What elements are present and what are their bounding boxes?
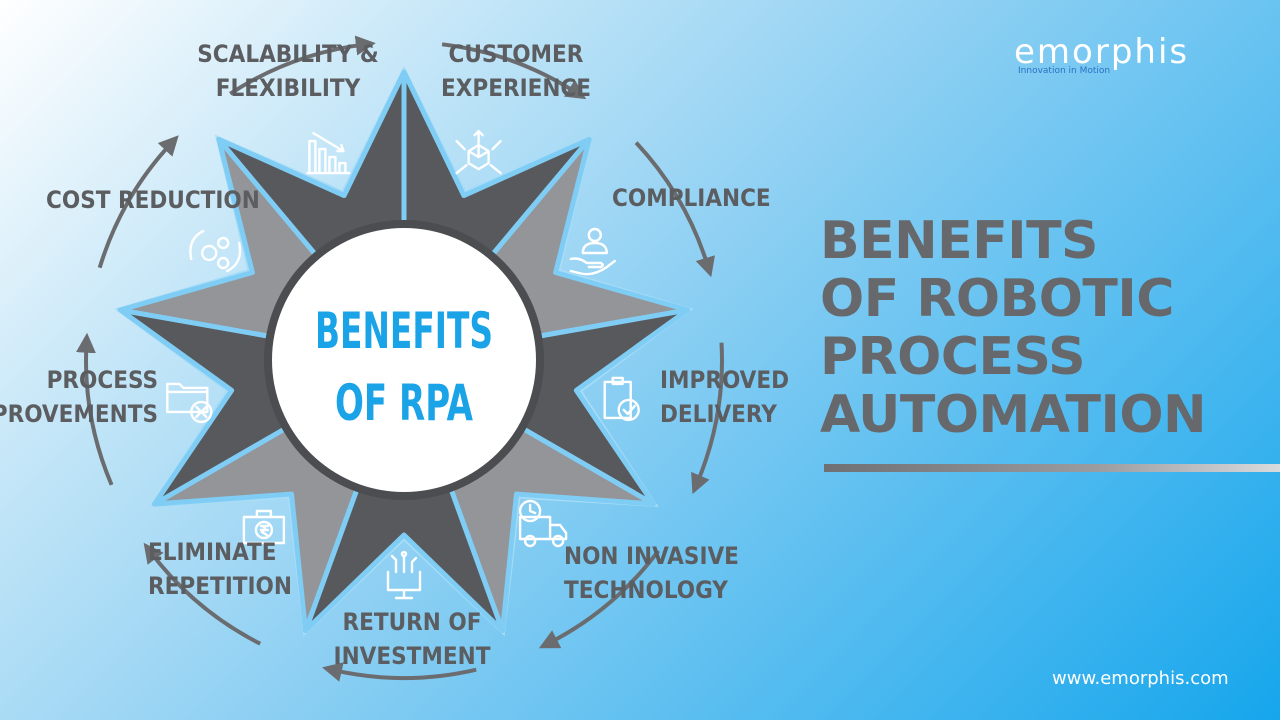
title-line-2: OF ROBOTIC [820, 269, 1174, 329]
segment-label: NON INVASIVE [564, 542, 739, 570]
declining-bars-icon [306, 131, 351, 175]
cycle-arrow-icon [97, 135, 179, 269]
delivery-truck-icon [518, 499, 568, 548]
emorphis-logo: emorphis Innovation in Motion [1014, 32, 1214, 76]
customer-hand-icon [569, 227, 616, 276]
folder-remove-icon [166, 382, 213, 424]
segment-label: PROCESS [47, 366, 158, 394]
rupee-briefcase-icon [242, 509, 286, 545]
segment-label: DELIVERY [660, 400, 777, 428]
gears-cycle-icon [189, 229, 242, 273]
cycle-arrow-icon [143, 542, 262, 646]
segment-label: CUSTOMER [449, 40, 584, 68]
cycle-arrow-icon [229, 35, 376, 96]
cycle-arrow-icon [634, 141, 715, 278]
segment-label: EXPERIENCE [441, 74, 591, 102]
rpa-benefits-wheel: BENEFITS OF RPA SCALABILITY & FLEXIBILITY CU… [0, 35, 789, 682]
segment-label: INVESTMENT [334, 642, 491, 670]
page-title: BENEFITS OF ROBOTIC PROCESS AUTOMATION [820, 212, 1270, 444]
title-underline [824, 464, 1280, 472]
hub-circle [272, 228, 536, 492]
segment-label: COST REDUCTION [46, 186, 260, 214]
cycle-arrow-icon [441, 42, 587, 100]
cycle-arrow-icon [322, 662, 477, 682]
cycle-arrow-icon [75, 332, 114, 486]
website-link[interactable]: www.emorphis.com [1052, 668, 1229, 689]
segment-label: TECHNOLOGY [564, 576, 728, 604]
logo-tagline: Innovation in Motion [1018, 66, 1111, 76]
segment-label: IMPROVED [660, 366, 789, 394]
segment-label: COMPLIANCE [612, 184, 771, 212]
segment-label: IMPROVEMENTS [0, 400, 158, 428]
clipboard-check-icon [603, 376, 640, 422]
cycle-arrow-icon [691, 342, 724, 495]
cube-expand-icon [455, 129, 502, 175]
logo-wordmark: emorphis [1014, 32, 1190, 72]
cycle-arrow-icon [538, 549, 661, 649]
title-line-1: BENEFITS [820, 211, 1099, 271]
hub-title-line-1: BENEFITS [315, 302, 493, 360]
segment-label: FLEXIBILITY [216, 74, 361, 102]
circuit-monitor-icon [386, 550, 422, 600]
segment-label: REPETITION [148, 572, 292, 600]
hub-title-line-2: OF RPA [335, 374, 473, 432]
title-line-4: AUTOMATION [820, 385, 1207, 445]
segment-label: SCALABILITY & [197, 40, 379, 68]
segment-label: ELIMINATE [148, 538, 276, 566]
segment-label: RETURN OF [343, 608, 482, 636]
title-line-3: PROCESS [820, 327, 1086, 387]
